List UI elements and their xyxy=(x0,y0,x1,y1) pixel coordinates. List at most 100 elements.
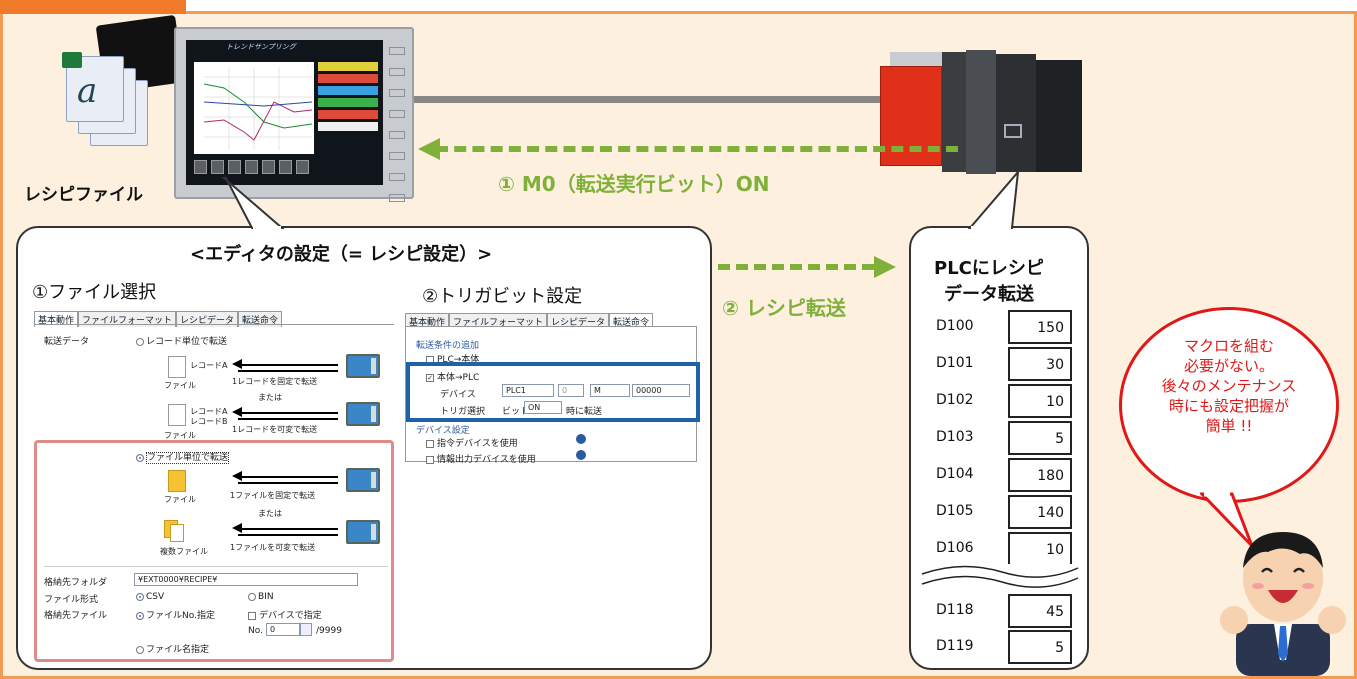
folder-label: 格納先フォルダ xyxy=(44,578,108,588)
device-settings-label: デバイス設定 xyxy=(416,426,470,436)
device-label: D103 xyxy=(936,429,974,445)
table-break-mark xyxy=(918,564,1082,588)
step2-label: ②トリガビット設定 xyxy=(422,286,583,307)
recipe-transfer-label: ② レシピ転送 xyxy=(722,296,846,320)
arrow-line xyxy=(238,534,338,536)
record-fixed-label: 1レコードを固定で転送 xyxy=(232,377,318,386)
device-label: D101 xyxy=(936,355,974,371)
device-value: 45 xyxy=(1008,594,1072,628)
hmi-screen-title: トレンドサンプリング xyxy=(226,43,296,51)
tab-transfer-cmd[interactable]: 転送命令 xyxy=(609,313,654,329)
speech-bubble-text: マクロを組む 必要がない。 後々のメンテナンス 時にも設定把握が 簡単 !! xyxy=(1119,336,1339,436)
format-bin-radio[interactable]: BIN xyxy=(248,592,274,602)
record-b-label: レコードB xyxy=(190,417,228,426)
editor1-tabs: 基本動作 ファイルフォーマット レシピデータ 転送命令 xyxy=(34,311,283,327)
plc-callout-tail xyxy=(967,170,1020,230)
record-unit-radio[interactable]: レコード単位で転送 xyxy=(136,334,227,347)
device-value: 10 xyxy=(1008,384,1072,418)
tab-recipe-data[interactable]: レシピデータ xyxy=(176,311,239,327)
file-name-radio[interactable]: ファイル名指定 xyxy=(136,642,209,655)
device-num-input[interactable]: 0 xyxy=(558,384,584,397)
file-unit-radio[interactable]: ファイル単位で転送 xyxy=(136,450,230,464)
hmi-right-panel xyxy=(318,62,378,154)
device-label: D104 xyxy=(936,466,974,482)
file-variable-label: 1ファイルを可変で転送 xyxy=(230,543,316,552)
transfer-data-label: 転送データ xyxy=(44,337,90,347)
format-csv-label: CSV xyxy=(146,592,165,602)
record-unit-label: レコード単位で転送 xyxy=(146,337,228,347)
editor1-body xyxy=(34,324,394,660)
tab-file-format[interactable]: ファイルフォーマット xyxy=(449,313,548,329)
monitor-icon xyxy=(346,402,380,426)
divider xyxy=(44,566,388,567)
folder-input[interactable]: ¥EXT0000¥RECIPE¥ xyxy=(134,573,358,586)
device-value: 180 xyxy=(1008,458,1072,492)
file-no-radio[interactable]: ファイルNo.指定 xyxy=(136,608,215,621)
bubble-line: 簡単 !! xyxy=(1205,417,1253,435)
device-addr-input[interactable]: 00000 xyxy=(632,384,690,397)
tab-basic[interactable]: 基本動作 xyxy=(34,311,79,327)
device-label: D106 xyxy=(936,540,974,556)
tab-transfer-cmd[interactable]: 転送命令 xyxy=(238,311,283,327)
hmi-side-keys xyxy=(386,47,408,202)
multi-file-icon xyxy=(170,524,184,542)
device-label: D102 xyxy=(936,392,974,408)
editor-callout-tail xyxy=(221,177,285,230)
or-label: または xyxy=(258,393,282,402)
device-value: 140 xyxy=(1008,495,1072,529)
use-info-label: 情報出力デバイスを使用 xyxy=(437,455,536,465)
file-fixed-label: 1ファイルを固定で転送 xyxy=(230,491,316,500)
arrow-line xyxy=(238,482,338,484)
by-device-checkbox[interactable]: デバイスで指定 xyxy=(248,608,322,621)
hmi-button-row xyxy=(194,160,309,174)
tab-file-format[interactable]: ファイルフォーマット xyxy=(78,311,177,327)
tab-basic[interactable]: 基本動作 xyxy=(405,313,450,329)
use-info-checkbox[interactable]: 情報出力デバイスを使用 xyxy=(426,452,536,465)
device-label: デバイス xyxy=(440,390,476,400)
arrow-head xyxy=(232,407,242,417)
file-icon xyxy=(168,470,186,492)
device-type-select[interactable]: M xyxy=(590,384,630,397)
info-icon xyxy=(576,450,586,460)
file-unit-highlight xyxy=(34,440,394,662)
speech-bubble-tail xyxy=(1200,491,1254,548)
trigger-label: トリガ選択 xyxy=(440,407,486,417)
file-no-input[interactable]: 0 xyxy=(266,623,300,636)
main-to-plc-checkbox[interactable]: ✓本体→PLC xyxy=(426,373,480,383)
no-max-label: /9999 xyxy=(316,626,342,636)
arrow-line xyxy=(238,418,338,420)
format-csv-radio[interactable]: CSV xyxy=(136,592,164,602)
or-label: または xyxy=(258,509,282,518)
device-label: D118 xyxy=(936,602,974,618)
record-file-icon xyxy=(168,404,186,426)
device-label: D100 xyxy=(936,318,974,334)
trend-lines xyxy=(203,67,313,150)
file-unit-label: ファイル単位で転送 xyxy=(146,452,230,464)
device-label: D119 xyxy=(936,638,974,654)
dest-file-label: 格納先ファイル xyxy=(44,611,108,621)
top-bar xyxy=(0,0,1357,14)
m0-dashed-arrow xyxy=(418,138,958,160)
record-a-label: レコードA xyxy=(190,407,228,416)
arrow-line xyxy=(238,364,338,366)
file-label: ファイル xyxy=(164,381,196,390)
m0-on-label: ① M0（転送実行ビット）ON xyxy=(498,172,770,196)
by-device-label: デバイスで指定 xyxy=(259,611,322,621)
recipe-files-icon: a a a xyxy=(50,14,185,170)
cable-line xyxy=(414,96,898,103)
bubble-line: 後々のメンテナンス xyxy=(1161,377,1297,395)
use-cmd-checkbox[interactable]: 指令デバイスを使用 xyxy=(426,436,518,449)
tab-recipe-data[interactable]: レシピデータ xyxy=(547,313,610,329)
when-label: 時に転送 xyxy=(566,407,603,417)
file-no-label: ファイルNo.指定 xyxy=(146,611,215,621)
file-name-label: ファイル名指定 xyxy=(146,645,210,655)
device-plc-select[interactable]: PLC1 xyxy=(502,384,554,397)
trigger-on-select[interactable]: ON xyxy=(524,401,562,414)
excel-badge-icon xyxy=(62,52,82,68)
file-no-spinner[interactable] xyxy=(300,623,312,636)
bit-label: ビット xyxy=(502,407,530,417)
device-label: D105 xyxy=(936,503,974,519)
hmi-trend-graph xyxy=(194,62,314,154)
bubble-line: 必要がない。 xyxy=(1183,357,1274,375)
recipe-file-label: レシピファイル xyxy=(24,185,143,205)
